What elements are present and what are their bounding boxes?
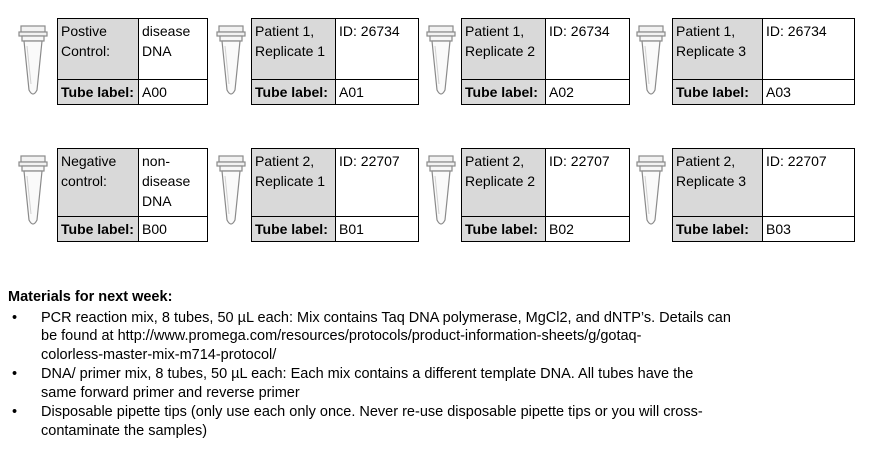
tube-label-value: A00 xyxy=(138,79,208,105)
list-item-line: contaminate the samples) xyxy=(41,422,208,439)
materials-heading: Materials for next week: xyxy=(8,289,173,305)
tube-label-value: A02 xyxy=(545,79,630,105)
sample-description: Patient 1,Replicate 1 xyxy=(251,18,336,80)
sample-description: Patient 2,Replicate 1 xyxy=(251,148,336,217)
tube-label-value: A03 xyxy=(762,79,855,105)
tube-label-card: Patient 2,Replicate 3 ID: 22707 Tube lab… xyxy=(672,148,855,242)
tube-label-title: Tube label: xyxy=(251,79,336,105)
bullet-icon: • xyxy=(12,309,18,326)
tube-label-card: Patient 1,Replicate 2 ID: 26734 Tube lab… xyxy=(461,18,630,105)
tube-label-title: Tube label: xyxy=(57,216,139,242)
sample-description: Patient 1,Replicate 2 xyxy=(461,18,546,80)
tube-label-title: Tube label: xyxy=(57,79,139,105)
tube-label-title: Tube label: xyxy=(672,216,763,242)
pcr-tube-icon xyxy=(636,24,666,100)
materials-section: Materials for next week: • PCR reaction … xyxy=(8,288,868,441)
pcr-tube-icon xyxy=(18,154,48,230)
tube-label-card: Patient 1,Replicate 3 ID: 26734 Tube lab… xyxy=(672,18,855,105)
tube-label-value: B01 xyxy=(335,216,419,242)
tube-label-value: A01 xyxy=(335,79,419,105)
list-item: • PCR reaction mix, 8 tubes, 50 µL each:… xyxy=(8,309,868,365)
sample-value: ID: 26734 xyxy=(335,18,419,80)
tube-label-value: B00 xyxy=(138,216,208,242)
sample-value: ID: 22707 xyxy=(545,148,630,217)
tube-label-title: Tube label: xyxy=(461,79,546,105)
pcr-tube-icon xyxy=(636,154,666,230)
pcr-tube-icon xyxy=(426,24,456,100)
pcr-tube-icon xyxy=(216,24,246,100)
tube-label-title: Tube label: xyxy=(672,79,763,105)
pcr-tube-icon xyxy=(216,154,246,230)
list-item-line: DNA/ primer mix, 8 tubes, 50 µL each: Ea… xyxy=(41,366,694,382)
list-item: • DNA/ primer mix, 8 tubes, 50 µL each: … xyxy=(8,365,868,402)
tube-label-value: B03 xyxy=(762,216,855,242)
bullet-icon: • xyxy=(12,404,18,420)
sample-value: ID: 22707 xyxy=(335,148,419,217)
sample-value: ID: 26734 xyxy=(545,18,630,80)
materials-list: • PCR reaction mix, 8 tubes, 50 µL each:… xyxy=(8,309,868,441)
list-item-line: Disposable pipette tips (only use each o… xyxy=(41,404,703,420)
tube-label-card: Patient 2,Replicate 1 ID: 22707 Tube lab… xyxy=(251,148,419,242)
bullet-icon: • xyxy=(12,366,18,382)
list-item-line: same forward primer and reverse primer xyxy=(41,384,300,401)
list-item-line: PCR reaction mix, 8 tubes, 50 µL each: M… xyxy=(41,309,731,326)
list-item-line: colorless-master-mix-m714-protocol/ xyxy=(41,346,277,363)
pcr-tube-icon xyxy=(426,154,456,230)
sample-description: Patient 2,Replicate 2 xyxy=(461,148,546,217)
sample-description: Patient 2,Replicate 3 xyxy=(672,148,763,217)
sample-description: Patient 1,Replicate 3 xyxy=(672,18,763,80)
tube-label-title: Tube label: xyxy=(461,216,546,242)
tube-label-card: Patient 2,Replicate 2 ID: 22707 Tube lab… xyxy=(461,148,630,242)
tube-label-value: B02 xyxy=(545,216,630,242)
list-item-line: be found at http://www.promega.com/resou… xyxy=(41,328,642,344)
pcr-tube-icon xyxy=(18,24,48,100)
sample-value: ID: 22707 xyxy=(762,148,855,217)
sample-value: ID: 26734 xyxy=(762,18,855,80)
tube-label-title: Tube label: xyxy=(251,216,336,242)
tube-label-card: Patient 1,Replicate 1 ID: 26734 Tube lab… xyxy=(251,18,419,105)
list-item: • Disposable pipette tips (only use each… xyxy=(8,403,868,440)
